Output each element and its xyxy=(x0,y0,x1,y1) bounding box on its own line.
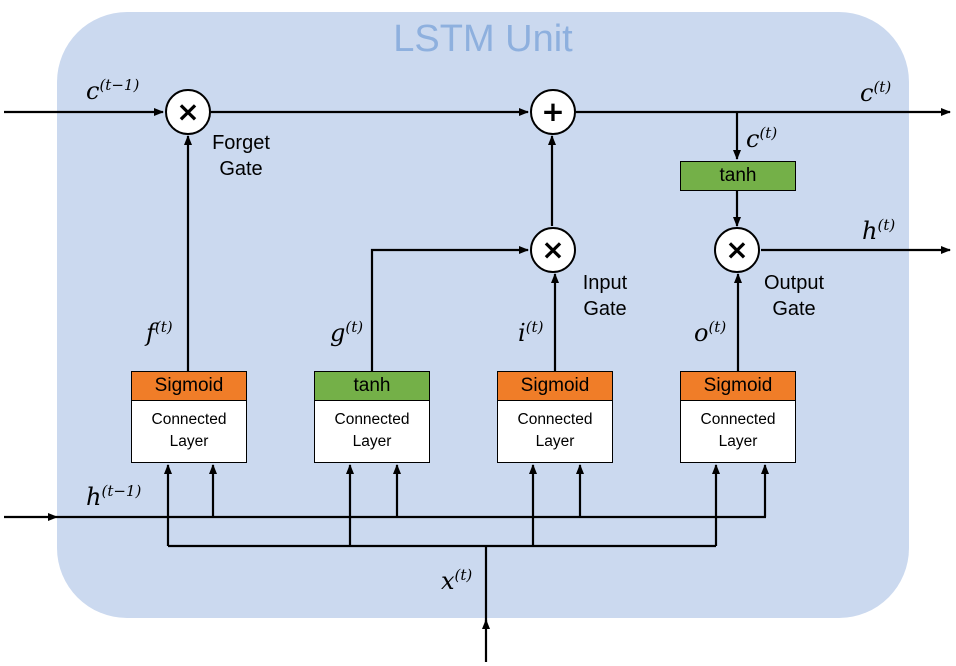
forget-multiply-node: × xyxy=(165,89,211,135)
sigmoid-label: Sigmoid xyxy=(681,372,795,401)
var-g: g(t) xyxy=(330,318,364,347)
var-f: f(t) xyxy=(146,318,173,347)
cell-tanh-box: tanh xyxy=(680,161,796,191)
input-multiply-node: × xyxy=(530,227,576,273)
sigmoid-label: Sigmoid xyxy=(498,372,612,401)
tanh-label: tanh xyxy=(315,372,429,401)
output-multiply-node: × xyxy=(714,227,760,273)
diagram-title: LSTM Unit xyxy=(393,18,573,60)
var-i: i(t) xyxy=(518,318,544,347)
var-h-prev: h(t−1) xyxy=(86,482,142,511)
cell-add-node: + xyxy=(530,89,576,135)
var-c-out: c(t) xyxy=(860,78,892,107)
var-h-out: h(t) xyxy=(862,216,896,245)
sigmoid-label: Sigmoid xyxy=(132,372,246,401)
var-o: o(t) xyxy=(694,318,727,347)
var-c-prev: c(t−1) xyxy=(86,76,140,105)
var-x-in: x(t) xyxy=(441,566,473,595)
wire-g-to-input xyxy=(370,246,529,371)
var-c-inner: c(t) xyxy=(746,124,778,153)
